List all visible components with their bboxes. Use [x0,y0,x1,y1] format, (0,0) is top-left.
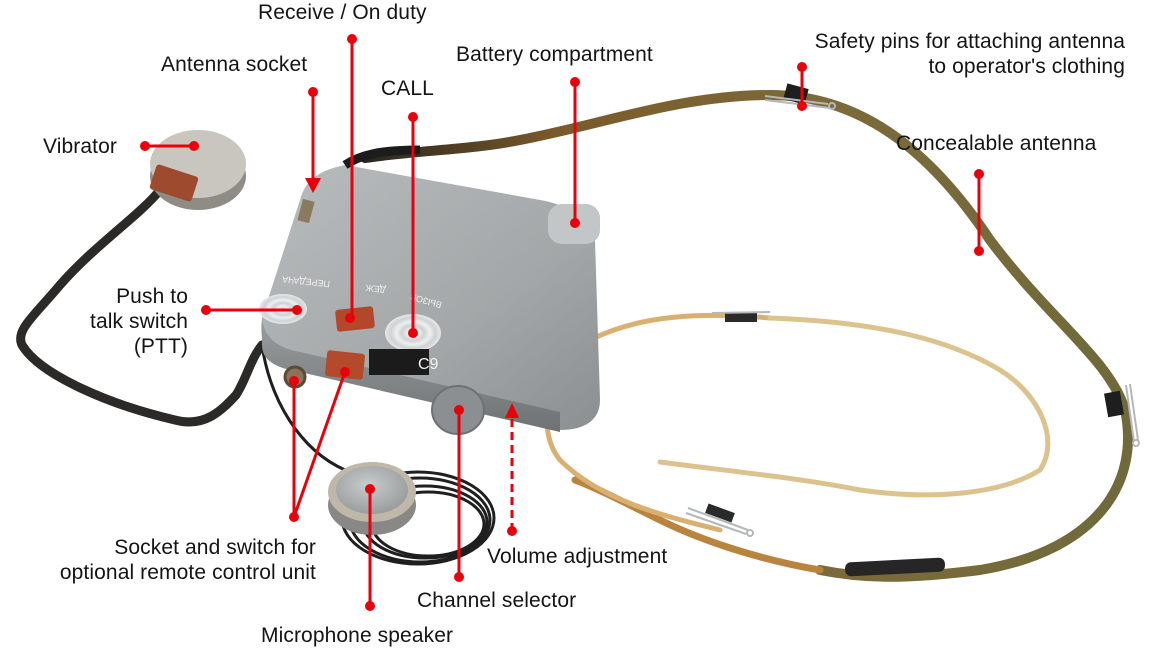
push-to-talk-leader [201,305,302,315]
label-battery-compartment: Battery compartment [456,43,653,66]
label-vibrator: Vibrator [43,135,117,158]
ptt-marking: ПЕРЕДАЧА [282,274,331,289]
label-concealable-antenna: Concealable antenna [896,132,1097,155]
antenna-sleeve [1104,390,1124,418]
safety-pin-icon [1125,383,1140,447]
vibrator-unit [149,130,246,210]
concealable-antenna-wire [360,89,1133,582]
microphone-speaker-leader [365,484,375,611]
antenna-sleeve [705,503,735,523]
transceiver-body: С9 ПЕРЕДАЧА ДЕЖ ВЫЗОВ [259,145,600,435]
thin-antenna-loop [657,315,1051,498]
model-plate [369,349,429,375]
vibrator-cable [16,185,267,427]
duty-marking: ДЕЖ [364,283,386,295]
label-microphone-speaker: Microphone speaker [261,624,454,647]
remote-control-leader [289,367,350,522]
model-plate-text: С9 [418,356,439,373]
duty-switch [335,306,375,332]
call-leader [408,112,418,338]
receive-on-duty-leader [345,34,357,323]
antenna-sleeve [725,312,757,322]
label-push-to-talk: Push to talk switch (PTT) [90,285,188,358]
vibrator-leader [140,141,199,151]
battery-compartment-leader [570,77,580,228]
safety-pin-icon [685,507,754,537]
arrowhead-icon [305,178,321,193]
label-antenna-socket: Antenna socket [161,53,308,76]
concealable-antenna-leader [974,169,984,256]
label-volume-adjustment: Volume adjustment [487,545,668,568]
label-remote-control: Socket and switch for optional remote co… [59,536,316,584]
label-safety-pins: Safety pins for attaching antenna to ope… [814,30,1125,78]
antenna-socket-leader [305,87,321,193]
remote-switch [325,350,365,380]
safety-pin-icon [711,311,771,314]
label-receive-on-duty: Receive / On duty [258,1,427,24]
label-call: CALL [381,77,434,100]
antenna-sleeve [845,557,945,577]
microphone-speaker-unit [328,462,416,535]
label-channel-selector: Channel selector [417,589,577,612]
channel-selector-leader [454,405,464,582]
arrowhead-icon [505,403,519,418]
volume-adjustment-leader [505,403,519,536]
safety-pins-leader [797,62,807,111]
